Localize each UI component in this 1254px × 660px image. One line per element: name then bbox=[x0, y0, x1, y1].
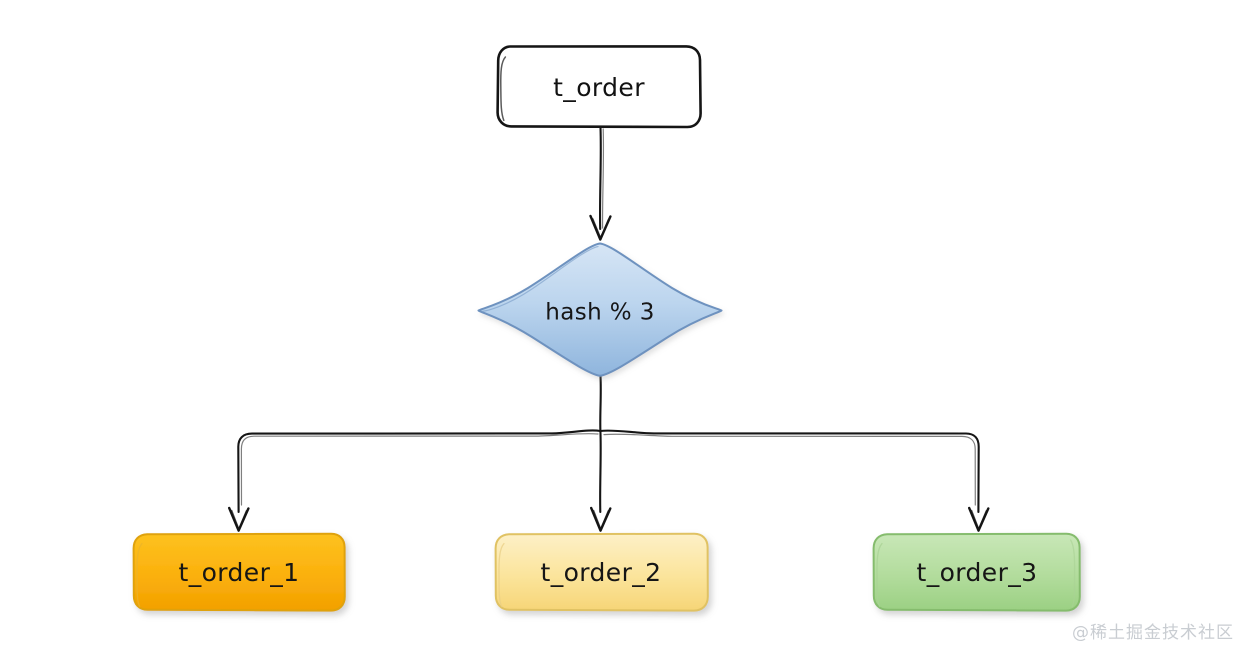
edge-root-to-decision bbox=[589, 126, 612, 241]
edge-branch-middle bbox=[599, 429, 602, 514]
arrow-head-shard2-sketch-icon bbox=[592, 509, 610, 530]
watermark-label: @稀土掘金技术社区 bbox=[1072, 623, 1234, 643]
node-decision[interactable]: hash % 3 bbox=[477, 242, 723, 377]
node-decision-label: hash % 3 bbox=[545, 300, 655, 326]
node-root[interactable]: t_order bbox=[496, 45, 702, 129]
node-decision-shape-sketch bbox=[481, 245, 599, 312]
node-decision-shape bbox=[477, 242, 723, 377]
node-shard3-shape bbox=[872, 532, 1081, 612]
arrow-head-shard3-sketch-icon bbox=[970, 509, 988, 530]
node-root-shape-sketch bbox=[500, 56, 507, 122]
edge-branch-right bbox=[599, 429, 980, 514]
node-root-label: t_order bbox=[553, 73, 645, 102]
node-shard1[interactable]: t_order_1 bbox=[132, 532, 346, 612]
node-shard3-shape-sketch bbox=[876, 542, 883, 608]
node-shard3-shape-sketch-right bbox=[1069, 539, 1076, 608]
node-shard3-label: t_order_3 bbox=[917, 558, 1038, 587]
edge-line bbox=[598, 126, 602, 231]
arrow-head-shard1-sketch-icon bbox=[230, 509, 248, 530]
node-shard2-shape bbox=[494, 532, 709, 612]
node-shard1-shape-sketch bbox=[136, 542, 143, 608]
node-shard2-label: t_order_2 bbox=[541, 558, 662, 587]
node-root-shape bbox=[496, 45, 702, 129]
node-shard1-label: t_order_1 bbox=[179, 558, 300, 587]
node-shard1-shape bbox=[132, 532, 346, 612]
node-shard2[interactable]: t_order_2 bbox=[494, 532, 709, 612]
edge-decision-to-shards bbox=[228, 374, 990, 532]
edge-line-sketch bbox=[601, 128, 605, 229]
arrow-head-sketch-icon bbox=[592, 218, 610, 239]
node-shard3[interactable]: t_order_3 bbox=[872, 532, 1081, 612]
edge-branch-left-sketch bbox=[240, 433, 599, 506]
edge-branch-right-sketch bbox=[603, 433, 976, 506]
edge-branch-left bbox=[237, 429, 602, 514]
edge-trunk-line bbox=[599, 374, 602, 433]
node-shard2-shape-sketch bbox=[498, 542, 505, 608]
